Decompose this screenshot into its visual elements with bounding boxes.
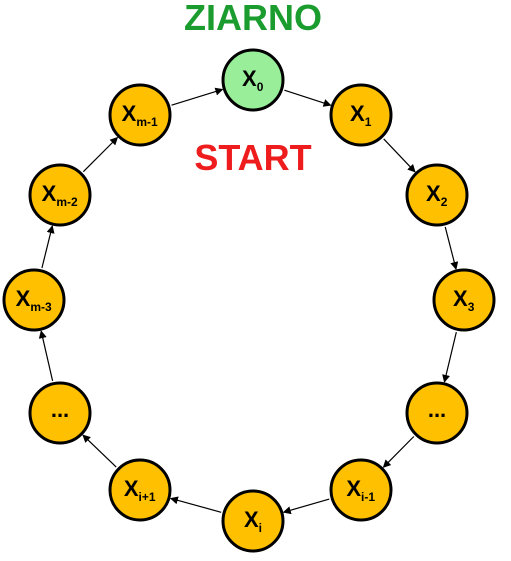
node-label: Xi (244, 507, 262, 535)
node-label: Xm-1 (122, 101, 158, 129)
node-label-subscript: i-1 (361, 490, 375, 504)
transition-arrow (82, 434, 117, 468)
node-label: X3 (453, 286, 475, 314)
node-label-base: X (350, 101, 365, 126)
transition-arrow (284, 89, 332, 107)
state-node: X1 (329, 83, 393, 147)
node-circle (28, 381, 92, 445)
node-label: ... (428, 397, 446, 422)
state-node: Xm-1 (108, 83, 172, 147)
transition-arrow (41, 225, 55, 269)
node-label-base: X (453, 286, 468, 311)
transition-arrow (38, 330, 54, 381)
transition-arrows (38, 87, 459, 515)
node-circle (28, 163, 92, 227)
node-circle (108, 458, 172, 522)
node-label-subscript: i+1 (139, 490, 156, 504)
state-node: Xi+1 (108, 458, 172, 522)
node-label-base: ... (51, 397, 69, 422)
node-label-base: X (42, 181, 57, 206)
node-label-base: X (124, 476, 139, 501)
node-circle (221, 489, 285, 553)
node-label: Xm-3 (16, 286, 52, 314)
transition-arrow (442, 331, 457, 383)
node-label: ... (51, 397, 69, 422)
node-label-subscript: m-3 (30, 300, 52, 314)
state-node: Xm-2 (28, 163, 92, 227)
transition-arrow (171, 87, 224, 106)
state-node: Xm-3 (2, 268, 66, 332)
node-label-subscript: 0 (257, 80, 264, 94)
node-label-subscript: 2 (441, 195, 448, 209)
node-label-base: ... (428, 397, 446, 422)
node-label-subscript: i (259, 521, 262, 535)
node-label-base: X (122, 101, 137, 126)
node-label-base: X (242, 66, 257, 91)
state-node: Xi-1 (329, 458, 393, 522)
state-node: ... (28, 381, 92, 445)
node-label-subscript: 1 (365, 115, 372, 129)
transition-arrow (382, 436, 415, 468)
state-node: ... (405, 381, 469, 445)
seed-node: X0 (221, 48, 285, 112)
node-circle (405, 163, 469, 227)
node-circle (221, 48, 285, 112)
node-circle (329, 458, 393, 522)
transition-arrow (282, 498, 330, 515)
state-node: X3 (432, 268, 496, 332)
node-label-base: X (244, 507, 259, 532)
transition-arrow (444, 226, 459, 270)
node-circle (405, 381, 469, 445)
state-node: X2 (405, 163, 469, 227)
node-label: Xm-2 (42, 181, 78, 209)
node-label-subscript: 3 (468, 300, 475, 314)
node-label: Xi-1 (346, 476, 375, 504)
start-label: START (194, 137, 311, 178)
node-circle (432, 268, 496, 332)
node-circle (329, 83, 393, 147)
transition-arrow (82, 136, 119, 173)
node-label: X1 (350, 101, 372, 129)
node-label-base: X (346, 476, 361, 501)
node-circle (2, 268, 66, 332)
node-label: X0 (242, 66, 264, 94)
node-label-subscript: m-2 (56, 195, 78, 209)
node-label-subscript: m-1 (136, 115, 158, 129)
node-circle (108, 83, 172, 147)
seed-title: ZIARNO (184, 0, 322, 38)
node-label: X2 (426, 181, 448, 209)
node-label-base: X (16, 286, 31, 311)
node-label: Xi+1 (124, 476, 156, 504)
transition-arrow (383, 138, 416, 173)
transition-arrow (169, 496, 222, 513)
node-label-base: X (426, 181, 441, 206)
state-node: Xi (221, 489, 285, 553)
